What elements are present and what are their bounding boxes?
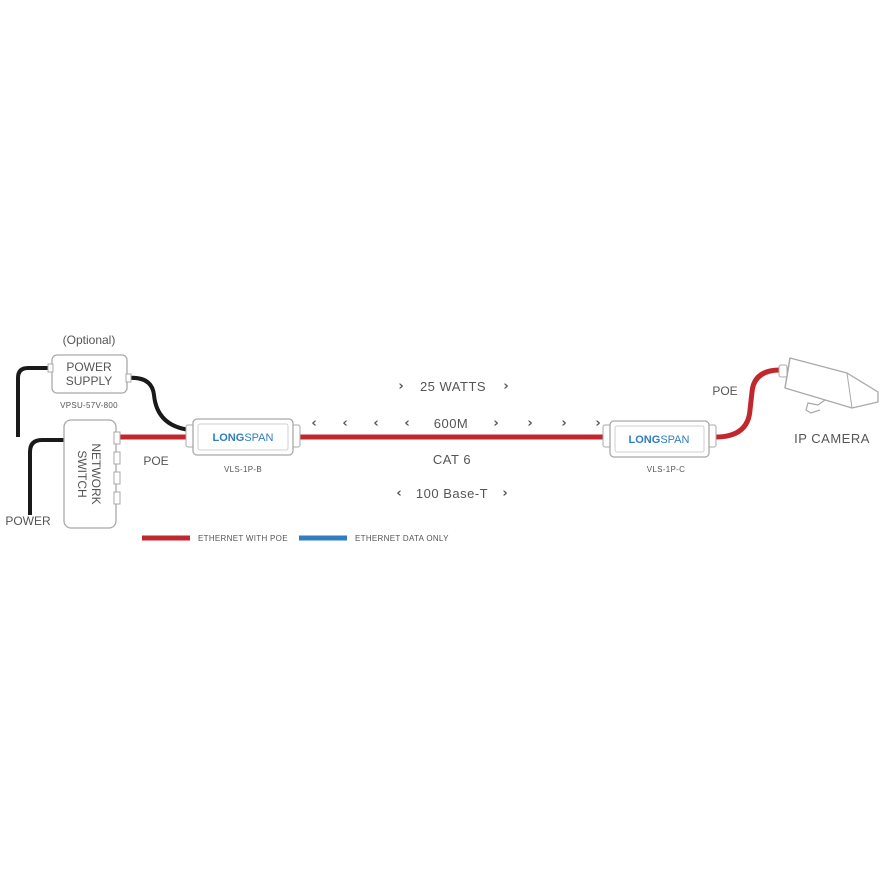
watts-label: 25 WATTS [420, 379, 486, 394]
legend-poe-label: ETHERNET WITH POE [198, 534, 288, 543]
legend: ETHERNET WITH POE ETHERNET DATA ONLY [142, 534, 449, 543]
poe-cable-receiver-to-camera [712, 367, 781, 440]
chevron-left-icon: ‹ [373, 416, 378, 431]
chevron-right-icon: › [527, 416, 532, 431]
speed-label: 100 Base-T [416, 486, 488, 501]
power-cable-switch [28, 438, 64, 515]
network-switch: NETWORK SWITCH [63, 419, 121, 529]
power-supply-line2: SUPPLY [66, 374, 112, 388]
receiver-unit: LONGSPAN VLS-1P-C [602, 420, 717, 474]
chevron-left-icon: ‹ [311, 416, 316, 431]
network-switch-line2: SWITCH [75, 450, 89, 497]
transmitter-model: VLS-1P-B [224, 465, 262, 474]
power-cable-supply [16, 366, 52, 437]
network-switch-line1: NETWORK [89, 443, 103, 504]
ip-camera-label: IP CAMERA [794, 431, 870, 446]
span-annotations: › 25 WATTS › ‹ ‹ ‹ ‹ 600M › › › › CAT 6 … [311, 379, 600, 501]
power-supply-model: VPSU-57V-800 [60, 401, 118, 410]
poe-label-right: POE [712, 384, 737, 398]
watts-chevron-right-icon: › [503, 379, 508, 394]
power-supply-line1: POWER [66, 360, 112, 374]
poe-label-left: POE [143, 454, 168, 468]
transmitter-unit: LONGSPAN VLS-1P-B [185, 418, 301, 474]
chevron-right-icon: › [561, 416, 566, 431]
optional-label: (Optional) [63, 333, 116, 347]
chevron-left-icon: ‹ [404, 416, 409, 431]
watts-chevron-left-icon: › [398, 379, 403, 394]
speed-chevron-left-icon: ‹ [396, 486, 401, 501]
receiver-model: VLS-1P-C [647, 465, 685, 474]
legend-data-label: ETHERNET DATA ONLY [355, 534, 449, 543]
chevron-right-icon: › [595, 416, 600, 431]
receiver-logo: LONGSPAN [629, 434, 690, 446]
transmitter-logo: LONGSPAN [213, 432, 274, 444]
speed-chevron-right-icon: › [502, 486, 507, 501]
distance-label: 600M [434, 416, 469, 431]
power-label: POWER [5, 514, 51, 528]
cable-label: CAT 6 [433, 452, 471, 467]
chevron-left-icon: ‹ [342, 416, 347, 431]
ip-camera-icon [778, 357, 879, 414]
chevron-right-icon: › [493, 416, 498, 431]
power-cable-supply-to-transmitter [126, 375, 191, 432]
power-supply: (Optional) POWER SUPPLY VPSU-57V-800 [47, 333, 132, 410]
